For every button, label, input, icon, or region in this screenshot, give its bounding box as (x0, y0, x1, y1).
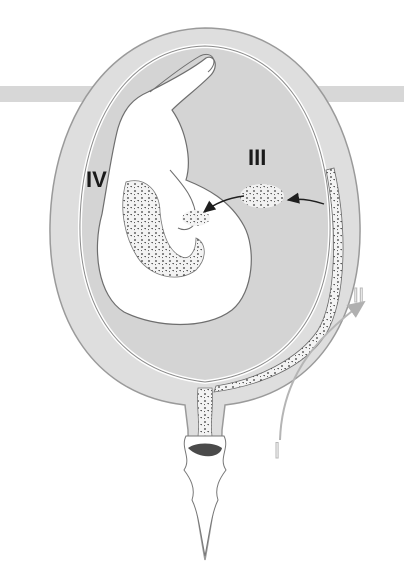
stage-label-iv: IV (86, 167, 107, 192)
stage-label-ii: II (353, 285, 364, 307)
stage-label-iii: III (248, 145, 266, 170)
cervical-canal (197, 388, 212, 436)
amniotic-infection-cluster (240, 184, 284, 208)
stage-label-i: I (274, 438, 280, 463)
aspiration-cluster (182, 210, 210, 226)
